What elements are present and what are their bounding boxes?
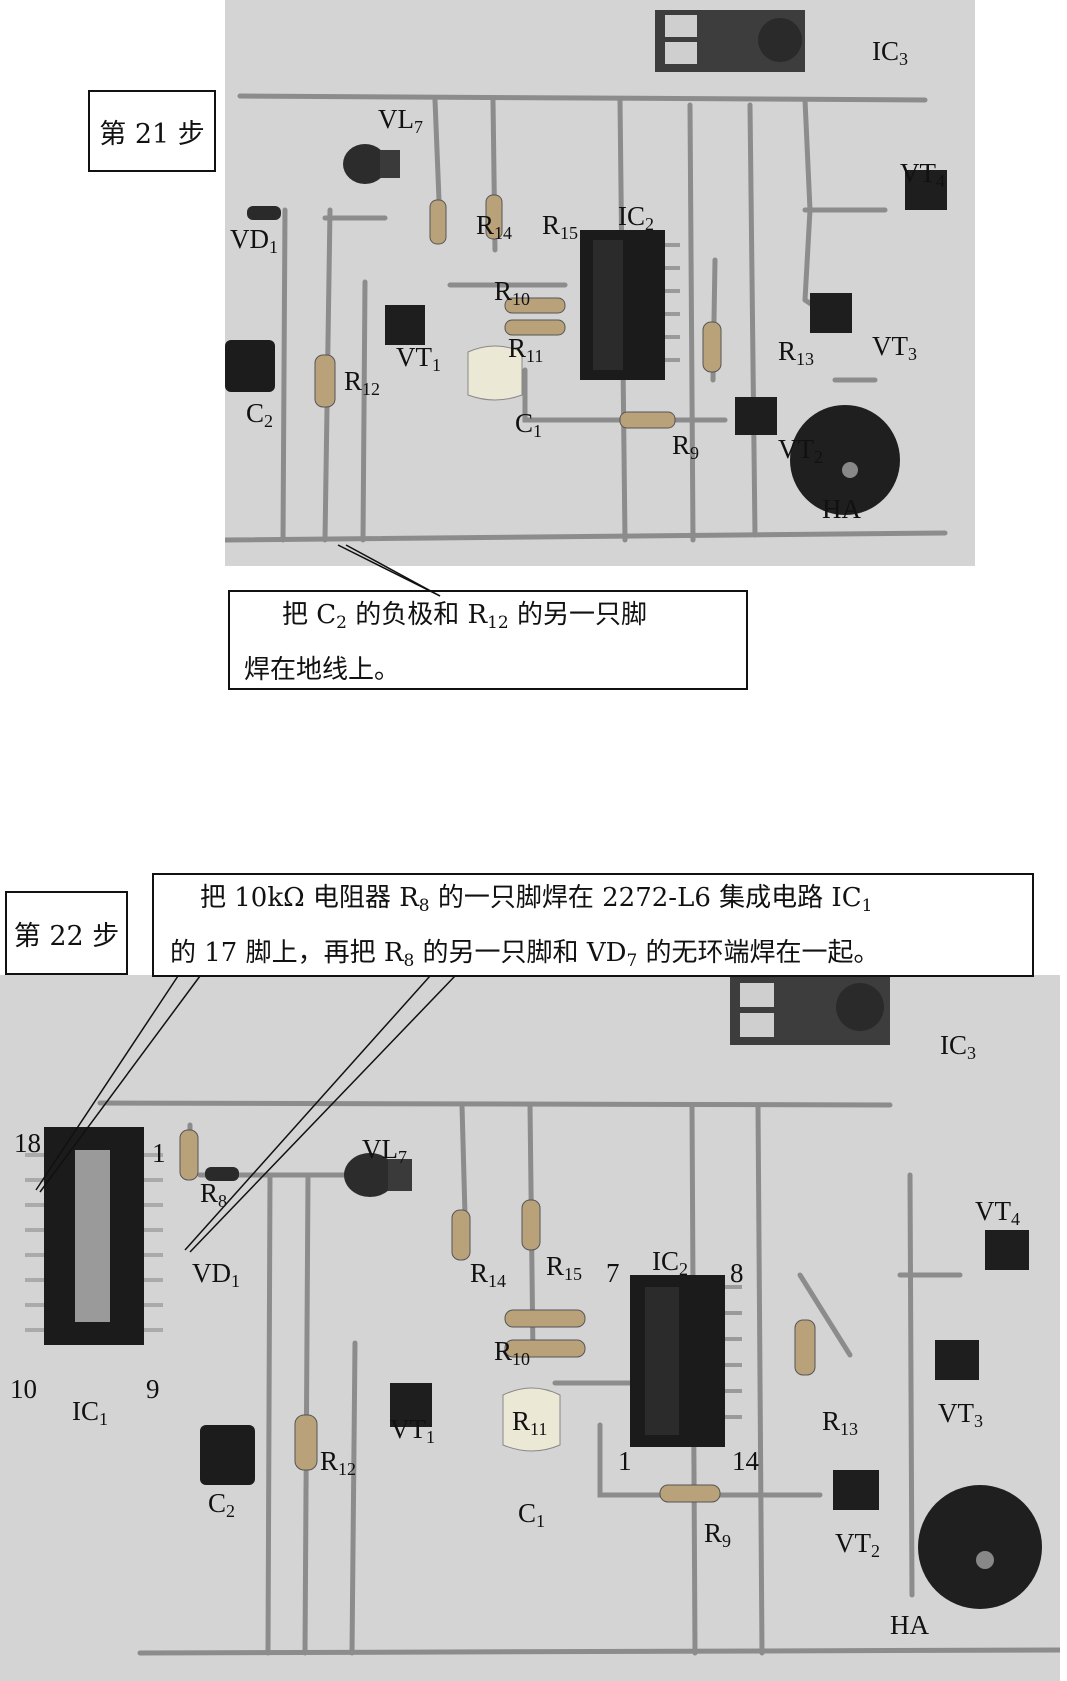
vt1-transistor — [390, 1383, 432, 1427]
r15-resistor — [485, 194, 503, 240]
s21-label-vt2: VT2 — [778, 434, 823, 467]
c2-capacitor — [200, 1425, 255, 1485]
s22-label-r9: R9 — [704, 1518, 732, 1551]
ha-buzzer — [918, 1485, 1042, 1609]
c1-capacitor — [502, 1387, 561, 1452]
step21-photo — [225, 0, 975, 566]
s22-label-ic3: IC3 — [940, 1030, 976, 1063]
s21-label-r13: R13 — [778, 336, 815, 369]
c2-capacitor — [225, 340, 275, 392]
s22-label-r11: R11 — [512, 1406, 548, 1439]
s22-label-pin1: 1 — [152, 1138, 166, 1168]
s21-label-c1: C1 — [515, 408, 543, 441]
step21-callout: 把 C2 的负极和 R12 的另一只脚 焊在地线上。 — [228, 590, 748, 690]
s22-label-ic2: IC2 — [652, 1246, 688, 1279]
r10-resistor — [504, 297, 566, 314]
s22-label-r10: R10 — [494, 1336, 531, 1369]
s22-label-c2: C2 — [208, 1488, 236, 1521]
r11-resistor — [504, 319, 566, 336]
s21-label-r15: R15 — [542, 210, 579, 243]
step22-label-text: 第 22 步 — [13, 920, 120, 952]
s22-label-ic1: IC1 — [72, 1396, 108, 1429]
s21-label-r12: R12 — [344, 366, 381, 399]
s21-label-r9: R9 — [672, 430, 700, 463]
s21-label-ic3: IC3 — [872, 36, 908, 69]
s22-label-c1: C1 — [518, 1498, 546, 1531]
s21-label-ha: HA — [822, 494, 861, 524]
vt1-transistor — [385, 305, 425, 345]
step21-callout-line2: 焊在地线上。 — [244, 655, 401, 685]
r14-resistor — [429, 199, 447, 245]
s21-label-r11: R11 — [508, 333, 544, 366]
r9-resistor — [659, 1484, 721, 1503]
vt3-transistor — [935, 1340, 979, 1380]
r11-resistor — [504, 1339, 586, 1358]
r14-resistor — [451, 1209, 471, 1261]
step22-circuit — [25, 975, 1060, 1656]
s22-label-pin10: 10 — [10, 1374, 37, 1404]
s22-label-vt3: VT3 — [938, 1398, 983, 1431]
s22-label-ha: HA — [890, 1610, 929, 1640]
s21-label-c2: C2 — [246, 398, 274, 431]
step21-label: 第 21 步 — [88, 90, 216, 172]
vt3-transistor — [810, 293, 852, 333]
r13-resistor — [794, 1319, 816, 1376]
vt2-transistor — [735, 397, 777, 435]
s22-label-pin7: 7 — [606, 1258, 620, 1288]
r13-resistor — [702, 321, 722, 373]
s22-label-r12: R12 — [320, 1446, 357, 1479]
r10-resistor — [504, 1309, 586, 1328]
step22-callout: 把 10kΩ 电阻器 R8 的一只脚焊在 2272-L6 集成电路 IC1 的 … — [152, 873, 1034, 977]
ha-buzzer — [790, 405, 900, 515]
s22-label-r8: R8 — [200, 1178, 228, 1211]
vt4-transistor — [905, 170, 947, 210]
s22-label-vt1: VT1 — [390, 1414, 435, 1447]
s21-label-ic2: IC2 — [618, 201, 654, 234]
s21-label-vt1: VT1 — [396, 342, 441, 375]
s22-label-pin18: 18 — [14, 1128, 41, 1158]
vl7-led — [343, 144, 387, 184]
r12-resistor — [314, 354, 336, 408]
step22-photo — [0, 975, 1060, 1681]
s21-label-r14: R14 — [476, 210, 513, 243]
s22-label-vt4: VT4 — [975, 1196, 1020, 1229]
s22-label-vd1: VD1 — [192, 1258, 240, 1291]
s22-label-r13: R13 — [822, 1406, 859, 1439]
s21-label-r10: R10 — [494, 276, 531, 309]
vt4-transistor — [985, 1230, 1029, 1270]
s22-label-pin1b: 1 — [618, 1446, 632, 1476]
step22-callout-line2: 的 17 脚上，再把 R8 的另一只脚和 VD7 的无环端焊在一起。 — [170, 938, 880, 971]
s21-label-vt3: VT3 — [872, 331, 917, 364]
step22-label: 第 22 步 — [5, 891, 128, 975]
r15-resistor — [521, 1199, 541, 1251]
s22-label-vt2: VT2 — [835, 1528, 880, 1561]
s22-label-r14: R14 — [470, 1258, 507, 1291]
s21-label-vl7: VL7 — [378, 104, 423, 137]
s22-label-pin9: 9 — [146, 1374, 160, 1404]
step21-label-text: 第 21 步 — [99, 118, 205, 150]
step22-callout-line1: 把 10kΩ 电阻器 R8 的一只脚焊在 2272-L6 集成电路 IC1 — [200, 883, 873, 916]
s21-label-vt4: VT4 — [900, 158, 945, 191]
vt2-transistor — [833, 1470, 879, 1510]
vd1-diode — [247, 206, 281, 220]
r9-resistor — [619, 411, 676, 429]
s21-label-vd1: VD1 — [230, 224, 278, 257]
s22-label-pin14: 14 — [732, 1446, 759, 1476]
step21-circuit — [225, 10, 948, 543]
r8-resistor — [179, 1129, 199, 1181]
r12-resistor — [294, 1414, 318, 1471]
c1-capacitor — [467, 345, 523, 401]
s22-label-vl7: VL7 — [362, 1134, 407, 1167]
s22-label-r15: R15 — [546, 1251, 583, 1284]
s22-label-pin8: 8 — [730, 1258, 744, 1288]
step21-callout-line1: 把 C2 的负极和 R12 的另一只脚 — [282, 600, 648, 633]
